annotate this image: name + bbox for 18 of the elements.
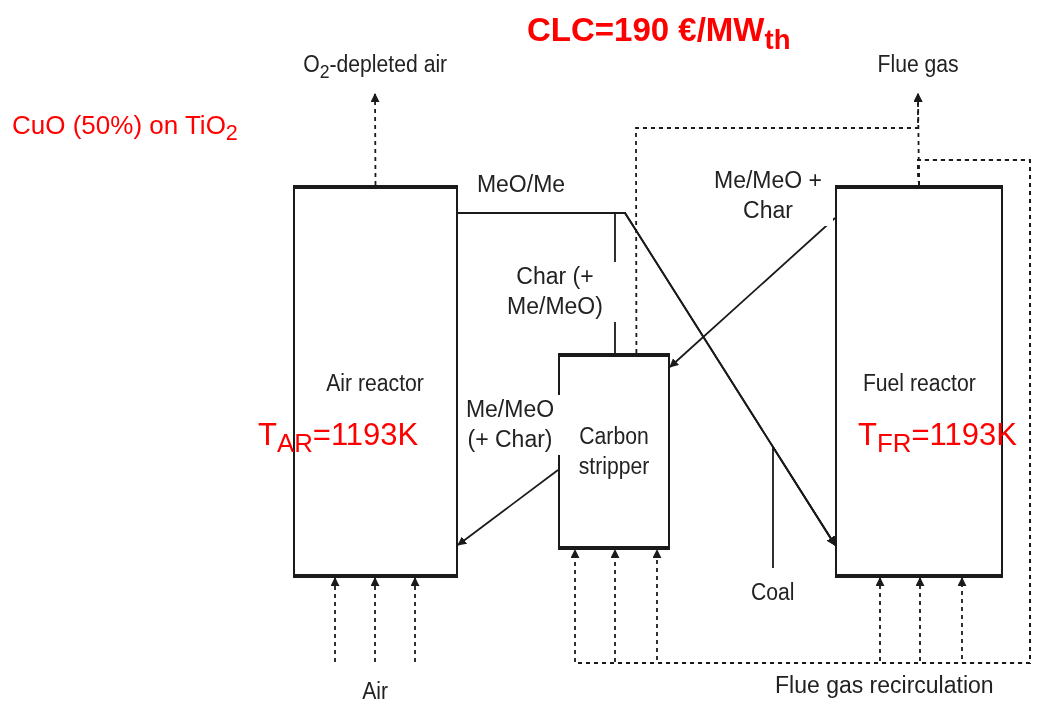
node-label: Air <box>362 677 388 707</box>
arrow <box>410 577 420 663</box>
annotation: CuO (50%) on TiO$_{2}$ <box>12 110 238 147</box>
reactor-box <box>558 353 670 550</box>
node-label: Coal <box>751 578 795 608</box>
node-label: Carbon stripper <box>577 421 651 481</box>
title: CLC=190 €/MW$_{th}$ <box>527 10 791 56</box>
arrow <box>457 469 559 546</box>
arrow <box>370 577 380 663</box>
node-label: Flue gas <box>877 50 959 79</box>
node-label: Air reactor <box>326 369 425 398</box>
node-label: Fuel reactor <box>862 369 976 398</box>
arrow <box>772 443 836 569</box>
arrow <box>370 93 380 186</box>
arrow <box>330 577 340 663</box>
node-label: O$_{2}$-depleted air <box>303 50 447 84</box>
stream-label: Flue gas recirculation <box>775 672 994 700</box>
arrow <box>635 93 923 354</box>
